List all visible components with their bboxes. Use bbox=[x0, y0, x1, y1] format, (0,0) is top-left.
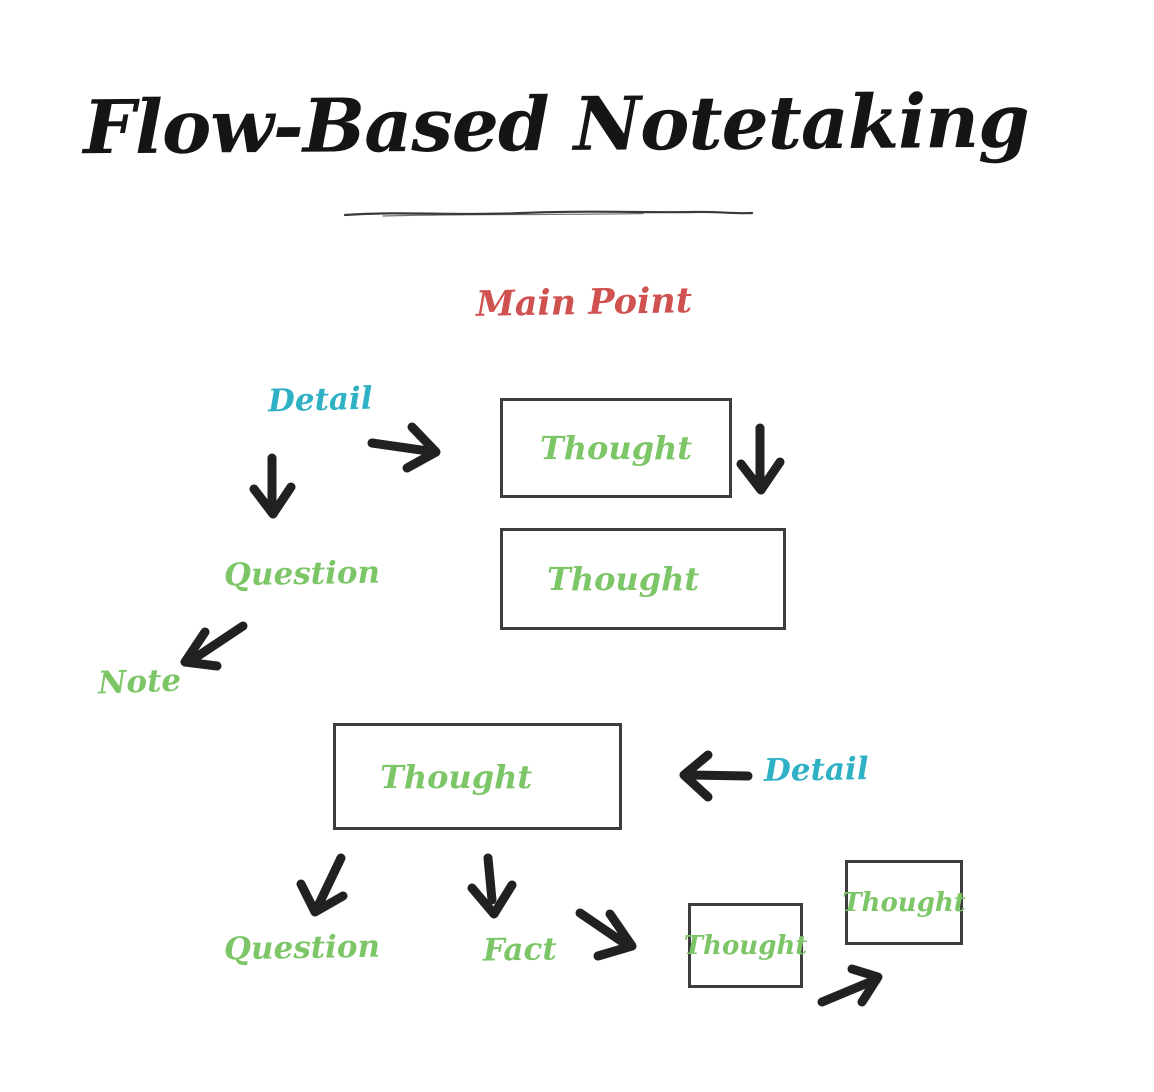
detail-label-top: Detail bbox=[267, 380, 374, 420]
arrow-down-icon bbox=[249, 453, 296, 519]
arrow-down-left-icon bbox=[180, 621, 248, 671]
fact-label: Fact bbox=[482, 931, 557, 969]
main-point-label: Main Point bbox=[475, 280, 693, 325]
thought-box: Thought bbox=[842, 860, 966, 945]
title-underline bbox=[343, 210, 754, 217]
thought-box: Thought bbox=[500, 398, 732, 498]
arrow-left-icon bbox=[679, 750, 753, 802]
thought-box: Thought bbox=[500, 528, 786, 630]
arrow-right-icon bbox=[367, 422, 441, 473]
arrow-down-icon bbox=[467, 853, 517, 919]
note-label: Note bbox=[97, 662, 182, 702]
thought-label: Thought bbox=[842, 887, 966, 918]
thought-label: Thought bbox=[539, 429, 693, 467]
question-label-middle: Question bbox=[223, 554, 381, 594]
arrow-up-right-icon bbox=[817, 964, 883, 1007]
arrow-down-left-icon bbox=[296, 853, 348, 917]
thought-label: Thought bbox=[683, 930, 808, 961]
thought-label: Thought bbox=[380, 757, 533, 796]
arrow-down-right-icon bbox=[575, 908, 637, 961]
thought-box: Thought bbox=[684, 903, 807, 988]
page-title: Flow-Based Notetaking bbox=[82, 78, 1030, 172]
detail-label-right: Detail bbox=[763, 751, 869, 789]
arrow-down-icon bbox=[736, 423, 785, 495]
thought-box: Thought bbox=[333, 723, 622, 830]
thought-label: Thought bbox=[547, 560, 700, 598]
question-label-bottom: Question bbox=[223, 928, 381, 968]
